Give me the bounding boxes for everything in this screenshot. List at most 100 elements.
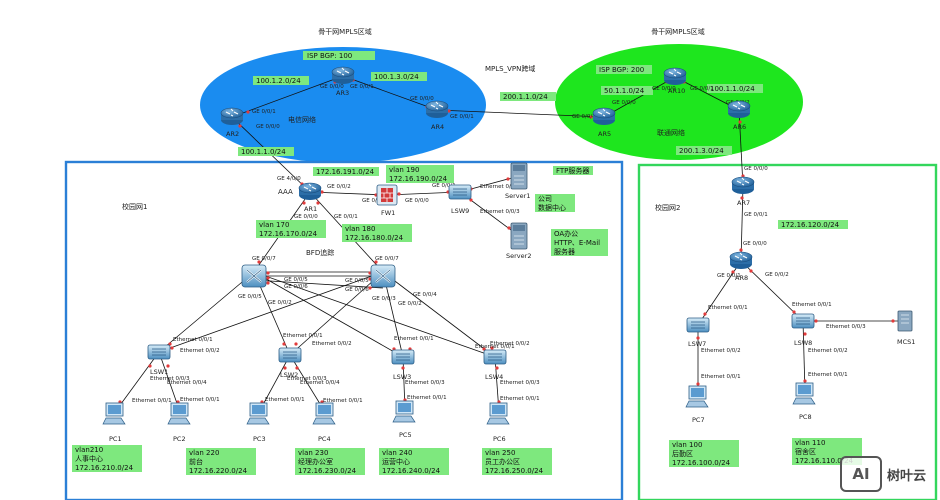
router-ar6[interactable] (727, 100, 751, 119)
oa-label-1: OA办公 (554, 229, 578, 238)
pc7-label: PC7 (692, 416, 705, 424)
svg-text:GE 0/0/2: GE 0/0/2 (398, 301, 422, 307)
svg-text:Ethernet 0/0/1: Ethernet 0/0/1 (708, 305, 748, 311)
svg-text:Ethernet 0/0/2: Ethernet 0/0/2 (490, 341, 530, 347)
pc8[interactable] (792, 382, 816, 405)
campus1-label: 校园网1 (122, 202, 147, 211)
router-ar4[interactable] (425, 100, 449, 119)
switch-lsw3[interactable] (391, 349, 415, 365)
svg-text:Ethernet 0/0/1: Ethernet 0/0/1 (180, 397, 220, 403)
ar3-label: AR3 (336, 89, 349, 97)
vlan180-net: 172.16.180.0/24 (345, 234, 404, 242)
svg-text:GE 0/0/5: GE 0/0/5 (284, 277, 308, 283)
router-ar5[interactable] (592, 107, 616, 126)
watermark: AI 树叶云 (840, 455, 936, 493)
pc1[interactable] (102, 402, 126, 425)
svg-text:GE 0/0/0: GE 0/0/0 (743, 241, 767, 247)
router-ar10[interactable] (663, 67, 687, 86)
router-ar7[interactable] (731, 176, 755, 195)
server-server2[interactable] (510, 222, 528, 250)
subnet-ar2-ar1: 100.1.1.0/24 (241, 148, 286, 156)
router-ar1[interactable] (298, 182, 322, 201)
svg-text:Ethernet 0/0/1: Ethernet 0/0/1 (173, 337, 213, 343)
svg-text:Ethernet 0/0/1: Ethernet 0/0/1 (500, 396, 540, 402)
svg-text:GE 0/0/5: GE 0/0/5 (238, 294, 262, 300)
svg-text:GE 0/0/1: GE 0/0/1 (362, 198, 386, 204)
dept-pc2-vlan: vlan 220 (189, 449, 219, 457)
router-ar2[interactable] (220, 107, 244, 126)
svg-text:GE 0/0/0: GE 0/0/0 (405, 198, 429, 204)
svg-text:Ethernet 0/0/1: Ethernet 0/0/1 (323, 398, 363, 404)
switch-lsw2[interactable] (278, 347, 302, 363)
server1-label: Server1 (505, 192, 530, 200)
datacenter-label-1: 公司 (538, 195, 552, 203)
pc2[interactable] (167, 402, 191, 425)
ar2-label: AR2 (226, 130, 239, 138)
campus1-border (64, 160, 624, 500)
switch-lsw1[interactable] (147, 344, 171, 360)
server-server1[interactable] (510, 162, 528, 190)
core-switch-left[interactable] (241, 264, 267, 288)
oa-label-2: HTTP、E-Mail (554, 239, 600, 247)
svg-text:Ethernet 0/0/1: Ethernet 0/0/1 (475, 344, 515, 350)
dept-pc2-name: 前台 (189, 457, 203, 466)
pc6-label: PC6 (493, 435, 506, 443)
svg-text:Ethernet 0/0/1: Ethernet 0/0/1 (407, 395, 447, 401)
svg-text:Ethernet 0/0/3: Ethernet 0/0/3 (480, 209, 520, 215)
core-switch-right[interactable] (370, 264, 396, 288)
switch-lsw9[interactable] (448, 184, 472, 200)
isp-bgp-100: ISP BGP: 100 (307, 52, 352, 60)
vlan170-label: vlan 170 (259, 221, 289, 229)
link-status-dots (118, 78, 895, 404)
svg-text:Ethernet 0/0/1: Ethernet 0/0/1 (394, 336, 434, 342)
svg-text:GE 0/0/0: GE 0/0/0 (294, 214, 318, 220)
svg-text:GE 0/0/1: GE 0/0/1 (350, 84, 374, 90)
switch-lsw4[interactable] (483, 349, 507, 365)
svg-text:GE 0/0/0: GE 0/0/0 (612, 100, 636, 106)
telecom-label: 电信网络 (288, 115, 316, 124)
router-ar3[interactable] (331, 66, 355, 85)
svg-text:GE 0/0/3: GE 0/0/3 (372, 296, 396, 302)
dept-pc5-name: 运营中心 (382, 457, 410, 466)
watermark-text: 树叶云 (887, 468, 927, 484)
svg-text:GE 0/0/0: GE 0/0/0 (744, 166, 768, 172)
svg-text:Ethernet 0/0/2: Ethernet 0/0/2 (808, 348, 848, 354)
pc4[interactable] (312, 402, 336, 425)
mcs1-device[interactable] (897, 310, 913, 332)
ar8-label: AR8 (735, 274, 748, 282)
fw1-label: FW1 (381, 209, 395, 217)
dept-pc5-net: 172.16.240.0/24 (382, 467, 441, 475)
svg-text:GE 0/0/1: GE 0/0/1 (334, 214, 358, 220)
svg-text:Ethernet 0/0/1: Ethernet 0/0/1 (701, 374, 741, 380)
lsw2-label: LSW2 (280, 371, 298, 379)
subnet-ar5-ar6: 50.1.1.0/24 (604, 87, 645, 95)
firewall-fw1[interactable] (376, 184, 398, 206)
router-ar8[interactable] (729, 251, 753, 270)
svg-text:GE 0/0/1: GE 0/0/1 (572, 114, 596, 120)
dept-pc7-net: 172.16.100.0/24 (672, 459, 731, 467)
dept-pc8-vlan: vlan 110 (795, 439, 825, 447)
unicom-backbone-cloud (555, 44, 803, 160)
svg-text:Ethernet 0/0/1: Ethernet 0/0/1 (808, 372, 848, 378)
svg-text:GE 0/0/1: GE 0/0/1 (432, 183, 456, 189)
pc6[interactable] (486, 402, 510, 425)
pc5[interactable] (392, 400, 416, 423)
svg-text:GE 0/0/1: GE 0/0/1 (744, 212, 768, 218)
pc7[interactable] (685, 385, 709, 408)
ar1-label: AR1 (304, 205, 317, 213)
campus2-border (637, 163, 938, 500)
svg-text:Ethernet 0/0/1: Ethernet 0/0/1 (283, 333, 323, 339)
svg-text:GE 0/0/2: GE 0/0/2 (327, 184, 351, 190)
unicom-label: 联通网络 (657, 128, 685, 137)
svg-text:Ethernet 0/0/3: Ethernet 0/0/3 (150, 376, 190, 382)
svg-text:Ethernet 0/0/3: Ethernet 0/0/3 (500, 380, 540, 386)
vpn-label: MPLS_VPN跨域 (485, 64, 535, 73)
switch-lsw8[interactable] (791, 313, 815, 329)
svg-text:GE 4/0/0: GE 4/0/0 (277, 176, 301, 182)
subnet-ar2-ar3: 100.1.2.0/24 (256, 77, 301, 85)
svg-text:GE 0/0/2: GE 0/0/2 (268, 300, 292, 306)
subnet-ar7-ar8: 172.16.120.0/24 (781, 221, 840, 229)
pc3[interactable] (246, 402, 270, 425)
switch-lsw7[interactable] (686, 317, 710, 333)
